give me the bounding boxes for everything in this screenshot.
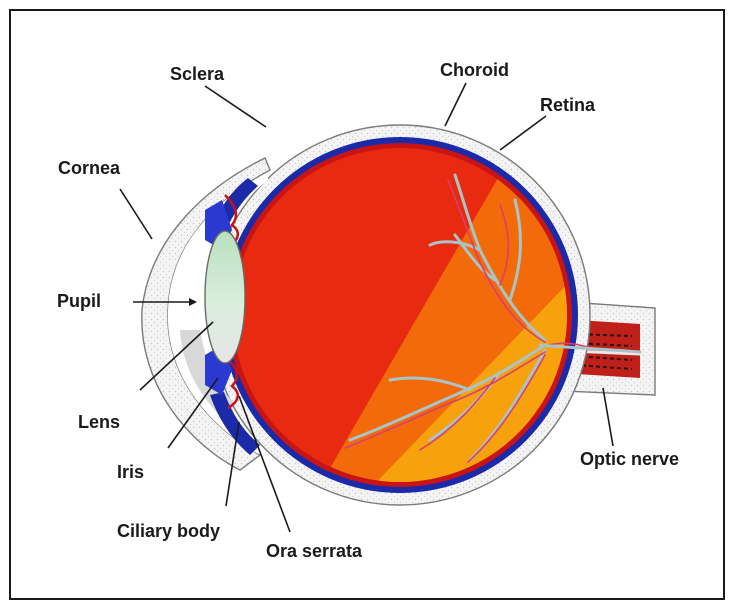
iris-label: Iris: [117, 462, 144, 482]
cornea-label: Cornea: [58, 158, 121, 178]
sclera-label: Sclera: [170, 64, 225, 84]
choroid-label: Choroid: [440, 60, 509, 80]
optic-nerve-label: Optic nerve: [580, 449, 679, 469]
optic-nerve-leader: [603, 388, 613, 446]
lens: [205, 231, 245, 363]
ciliary-body-label: Ciliary body: [117, 521, 220, 541]
lens-label: Lens: [78, 412, 120, 432]
sclera-leader: [205, 86, 266, 127]
retina-label: Retina: [540, 95, 596, 115]
cornea-leader: [120, 189, 152, 239]
retina-leader: [500, 116, 546, 150]
choroid-leader: [445, 83, 466, 126]
pupil-label: Pupil: [57, 291, 101, 311]
ora-serrata-label: Ora serrata: [266, 541, 363, 561]
